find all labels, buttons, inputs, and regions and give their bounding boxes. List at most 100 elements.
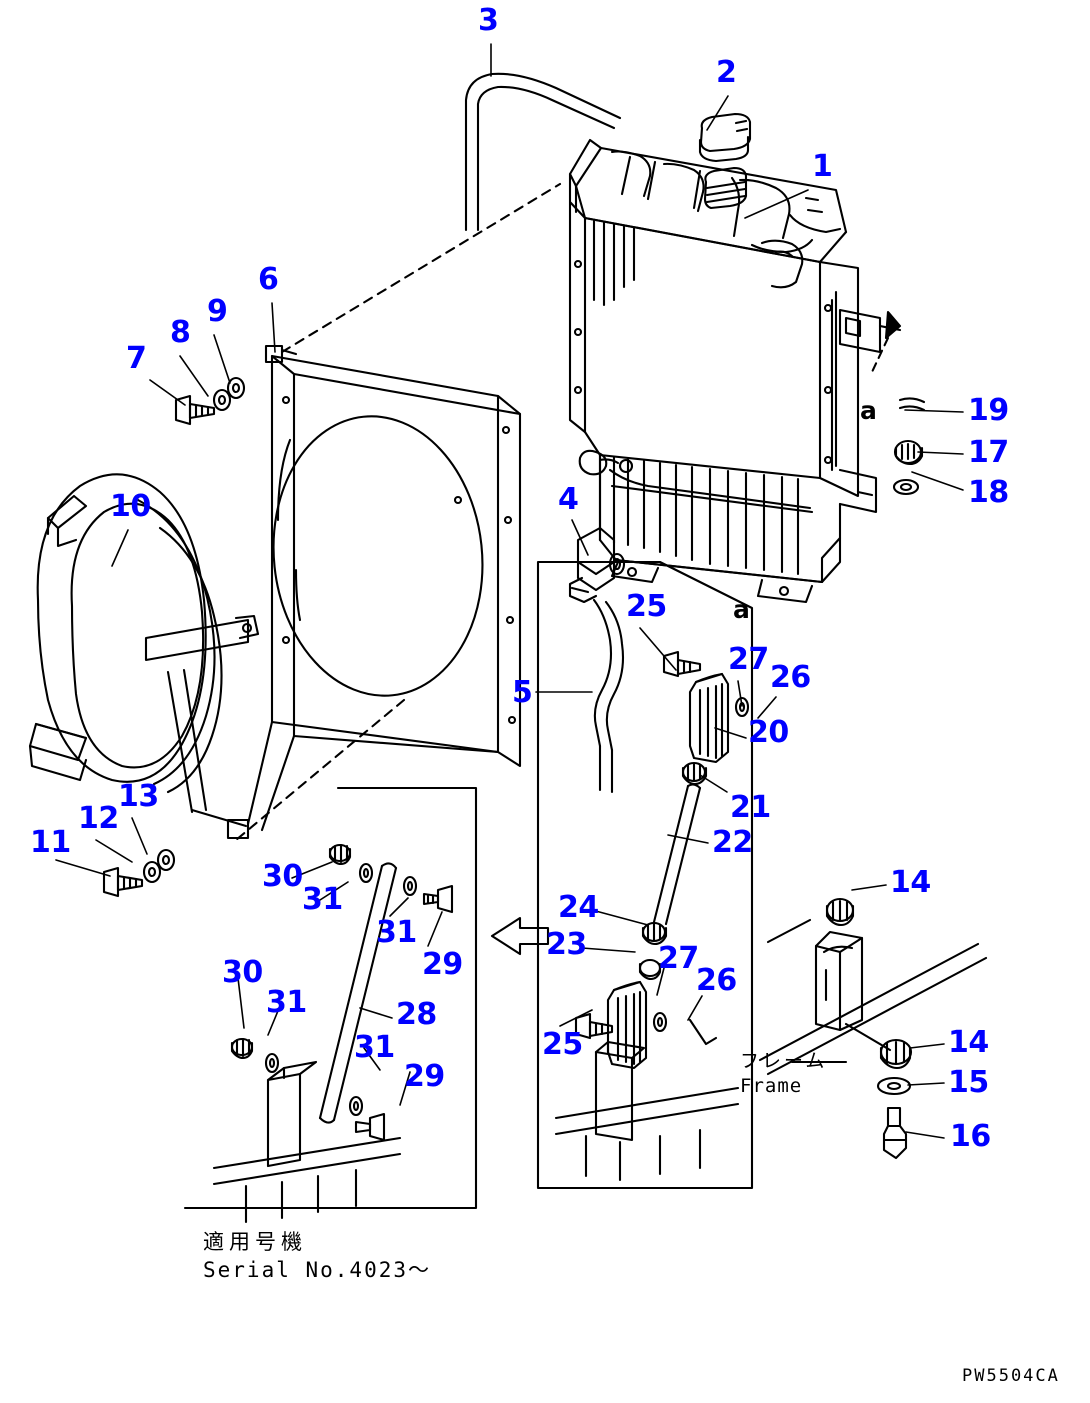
leader-line-25 xyxy=(639,627,677,671)
leader-line-23 xyxy=(581,947,636,953)
callout-number-25: 25 xyxy=(626,589,667,624)
section-mark-a: a xyxy=(860,396,877,425)
leader-line-30 xyxy=(291,861,333,879)
callout-number-26: 26 xyxy=(696,963,737,998)
frame-note: フレーム Frame xyxy=(740,1049,827,1098)
callout-number-14: 14 xyxy=(948,1025,989,1060)
callout-number-31: 31 xyxy=(302,882,343,917)
fastener-group-11-12-13 xyxy=(102,848,176,898)
callout-number-31: 31 xyxy=(376,915,417,950)
serial-note: 適用号機 Serial No.4023〜 xyxy=(203,1228,431,1285)
callout-number-10: 10 xyxy=(110,489,151,524)
detail-box-right xyxy=(536,560,754,1190)
leader-line-26 xyxy=(757,696,777,719)
callout-number-17: 17 xyxy=(968,435,1009,470)
leader-line-11 xyxy=(55,859,111,877)
upper-hose-part3 xyxy=(464,72,622,232)
callout-number-14: 14 xyxy=(890,865,931,900)
leader-line-22 xyxy=(667,834,709,844)
callout-number-8: 8 xyxy=(170,315,191,350)
leader-line-18 xyxy=(911,471,964,491)
callout-number-20: 20 xyxy=(748,715,789,750)
leader-line-21 xyxy=(699,774,728,793)
leader-line-17 xyxy=(917,451,964,455)
callout-number-5: 5 xyxy=(512,675,533,710)
callout-number-25: 25 xyxy=(542,1027,583,1062)
leader-line-15 xyxy=(907,1082,945,1086)
rod-assembly-right xyxy=(554,650,750,1182)
callout-number-18: 18 xyxy=(968,475,1009,510)
leader-line-30 xyxy=(237,977,245,1029)
leader-line-20 xyxy=(714,727,747,739)
frame-note-japanese: フレーム xyxy=(740,1050,828,1072)
leader-line-6 xyxy=(271,302,276,353)
rod-assembly-left xyxy=(212,843,454,1224)
callout-number-30: 30 xyxy=(262,859,303,894)
leader-line-14 xyxy=(851,884,887,891)
callout-number-29: 29 xyxy=(404,1059,445,1094)
leader-line-25 xyxy=(559,1009,593,1027)
leader-line-13 xyxy=(131,817,148,855)
callout-number-4: 4 xyxy=(558,482,579,517)
fastener-group-7-8-9 xyxy=(174,376,246,426)
callout-number-13: 13 xyxy=(118,779,159,814)
leader-line-31 xyxy=(363,1047,381,1071)
callout-number-1: 1 xyxy=(812,149,833,184)
leader-line-2 xyxy=(706,95,729,131)
callout-number-9: 9 xyxy=(207,294,228,329)
radiator-cap-part2 xyxy=(698,112,752,163)
callout-number-11: 11 xyxy=(30,825,71,860)
leader-line-14 xyxy=(909,1043,945,1049)
leader-line-4 xyxy=(571,519,589,556)
callout-number-22: 22 xyxy=(712,825,753,860)
callout-number-28: 28 xyxy=(396,997,437,1032)
callout-number-19: 19 xyxy=(968,393,1009,428)
leader-line-8 xyxy=(179,355,209,397)
fastener-group-17-18-19 xyxy=(892,397,926,496)
leader-line-12 xyxy=(95,839,133,863)
leader-line-16 xyxy=(905,1131,945,1139)
fan-shroud-part5 xyxy=(226,182,562,842)
leader-line-10 xyxy=(111,529,129,567)
leader-line-27 xyxy=(737,680,743,707)
detail-box-left xyxy=(183,786,478,1210)
leader-line-31 xyxy=(389,897,409,917)
callout-number-21: 21 xyxy=(730,790,771,825)
callout-number-26: 26 xyxy=(770,660,811,695)
leader-line-29 xyxy=(427,911,443,947)
callout-number-3: 3 xyxy=(478,3,499,38)
leader-line-31 xyxy=(319,881,349,901)
callout-number-16: 16 xyxy=(950,1119,991,1154)
frame-note-english: Frame xyxy=(740,1074,803,1097)
leader-line-24 xyxy=(591,909,649,926)
serial-note-japanese: 適用号機 xyxy=(203,1230,307,1254)
callout-number-31: 31 xyxy=(266,985,307,1020)
callout-number-27: 27 xyxy=(658,941,699,976)
callout-number-15: 15 xyxy=(948,1065,989,1100)
section-mark-a: a xyxy=(733,595,750,624)
callout-number-7: 7 xyxy=(126,341,147,376)
callout-number-12: 12 xyxy=(78,801,119,836)
callout-number-30: 30 xyxy=(222,955,263,990)
callout-number-31: 31 xyxy=(354,1030,395,1065)
leader-line-7 xyxy=(149,379,186,406)
lower-hose-part4 xyxy=(568,526,626,794)
leader-line-29 xyxy=(399,1071,411,1106)
leader-line-9 xyxy=(213,334,231,384)
mount-group-14-15-16 xyxy=(758,897,988,1160)
section-arrow-upper xyxy=(870,310,902,374)
drawing-code: PW5504CA xyxy=(962,1366,1060,1386)
callout-number-23: 23 xyxy=(546,927,587,962)
leader-line-1 xyxy=(744,189,809,219)
serial-note-english: Serial No.4023〜 xyxy=(203,1258,432,1283)
leader-line-31 xyxy=(267,1005,281,1036)
detail-link-arrow xyxy=(490,916,550,956)
callout-number-24: 24 xyxy=(558,890,599,925)
callout-number-29: 29 xyxy=(422,947,463,982)
leader-line-28 xyxy=(359,1007,393,1019)
leader-line-27 xyxy=(656,967,665,996)
leader-line-26 xyxy=(687,995,703,1021)
radiator-assembly-part1 xyxy=(568,138,902,604)
